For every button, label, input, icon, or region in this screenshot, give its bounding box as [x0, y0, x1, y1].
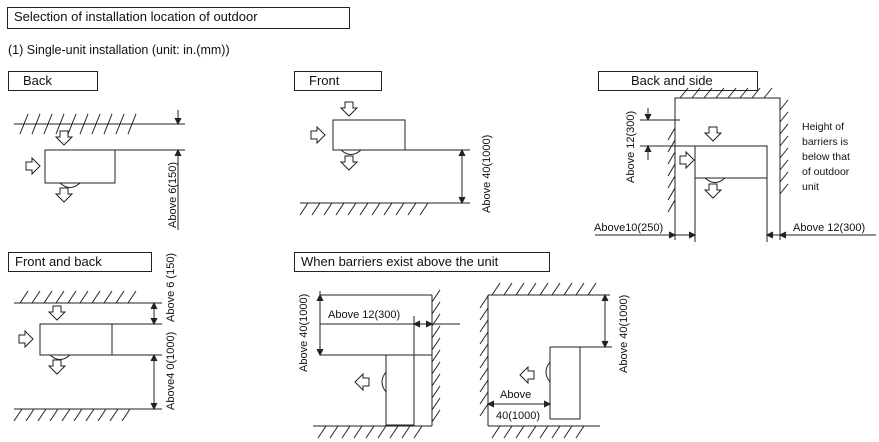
front-dim-label: Above 40(1000) [481, 135, 493, 213]
section-label-back-and-side: Back and side [598, 71, 758, 91]
barriers-left-vertical: Above 40(1000) [298, 294, 310, 372]
barriers-right-h1: Above [500, 389, 531, 401]
back-side-dim-right: Above 12(300) [793, 222, 865, 234]
diagram-barriers-left [313, 289, 460, 439]
svg-text:unit: unit [802, 181, 819, 193]
diagram-front-and-back [13, 290, 162, 422]
section-label-front: Front [294, 71, 382, 91]
diagram-back-and-side [595, 87, 876, 242]
barriers-right-vertical: Above 40(1000) [618, 295, 630, 373]
diagram-back [14, 110, 185, 230]
back-dim-label: Above 6(150) [167, 162, 179, 228]
front-back-dim-bottom: Above4 0(1000) [165, 332, 177, 410]
back-side-dim-top: Above 12(300) [625, 111, 637, 183]
diagram-front [299, 101, 470, 216]
page-title: Selection of installation location of ou… [7, 7, 350, 29]
back-side-dim-left: Above10(250) [594, 222, 663, 234]
svg-text:barriers is: barriers is [802, 136, 848, 148]
svg-text:of outdoor: of outdoor [802, 166, 850, 178]
svg-text:Height of: Height of [802, 121, 844, 133]
diagram-barriers-right [479, 282, 612, 439]
back-side-note: Height of barriers is below that of outd… [802, 121, 850, 193]
section-label-barriers-above: When barriers exist above the unit [294, 252, 550, 272]
section-label-front-and-back: Front and back [8, 252, 152, 272]
barriers-left-horizontal: Above 12(300) [328, 309, 400, 321]
page-subtitle: (1) Single-unit installation (unit: in.(… [8, 43, 230, 57]
barriers-right-h2: 40(1000) [496, 410, 540, 422]
section-label-back: Back [8, 71, 98, 91]
front-back-dim-top: Above 6 (150) [165, 253, 177, 322]
svg-text:below that: below that [802, 151, 850, 163]
